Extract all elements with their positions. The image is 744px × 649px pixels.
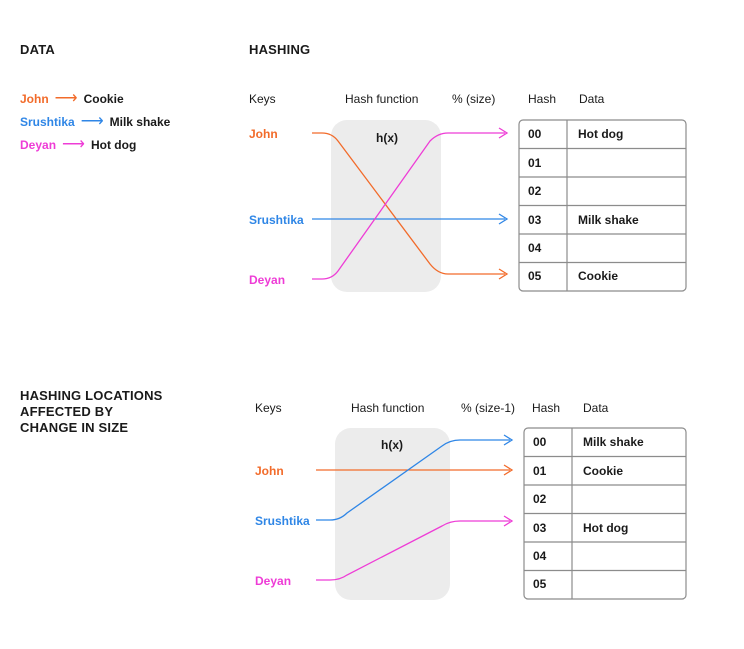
header-hash-resized: Hash — [532, 401, 561, 415]
header-data-resized: Data — [583, 401, 609, 415]
hashing-section-title: HASHING — [249, 42, 311, 57]
srushtika-connector-resized — [316, 439, 510, 521]
hash-function-label-resized: h(x) — [381, 438, 403, 452]
data-cell: Cookie — [583, 464, 624, 478]
header-hash: Hash — [528, 92, 557, 106]
john-connector — [312, 132, 505, 275]
srushtika-arrowhead — [498, 213, 509, 225]
key-srushtika: Srushtika — [249, 213, 304, 227]
data-pair-srushtika: Srushtika ⟶ Milk shake — [20, 113, 171, 130]
data-cell: Milk shake — [578, 213, 639, 227]
key-deyan: Deyan — [249, 273, 286, 287]
srushtika-arrowhead-resized — [503, 434, 514, 446]
header-modulo: % (size) — [452, 92, 496, 106]
john-arrowhead-resized — [503, 464, 514, 476]
hash-function-label: h(x) — [376, 131, 398, 145]
title-line: AFFECTED BY — [20, 404, 114, 419]
hash-cell: 04 — [528, 241, 542, 255]
data-cell: Hot dog — [578, 127, 624, 141]
header-hash-function-resized: Hash function — [351, 401, 425, 415]
deyan-connector-resized — [316, 520, 510, 581]
data-pair-deyan: Deyan ⟶ Hot dog — [20, 136, 137, 153]
key-srushtika-resized: Srushtika — [255, 514, 310, 528]
hash-cell: 00 — [533, 435, 547, 449]
data-pair-john: John ⟶ Cookie — [20, 90, 124, 107]
hash-cell: 03 — [528, 213, 542, 227]
hash-function-box-resized — [335, 428, 450, 600]
hash-cell: 02 — [528, 184, 542, 198]
deyan-connector — [312, 132, 505, 280]
hash-table-grid — [518, 119, 687, 292]
resized-section-title: HASHING LOCATIONS AFFECTED BY CHANGE IN … — [20, 388, 163, 436]
hash-cell: 04 — [533, 549, 547, 563]
data-key: Deyan — [20, 138, 57, 152]
hash-cell: 02 — [533, 492, 547, 506]
title-line: HASHING LOCATIONS — [20, 388, 163, 403]
key-john: John — [249, 127, 278, 141]
hash-cell: 00 — [528, 127, 542, 141]
data-key: John — [20, 92, 49, 106]
key-deyan-resized: Deyan — [255, 574, 292, 588]
data-value: Milk shake — [109, 115, 171, 129]
arrow-right-icon: ⟶ — [62, 136, 85, 153]
data-section-title: DATA — [20, 42, 55, 57]
hash-cell: 03 — [533, 521, 547, 535]
data-cell: Hot dog — [583, 521, 629, 535]
header-keys: Keys — [249, 92, 276, 106]
arrow-right-icon: ⟶ — [54, 90, 78, 107]
header-hash-function: Hash function — [345, 92, 419, 106]
data-value: Hot dog — [90, 138, 137, 152]
hash-cell: 01 — [528, 156, 542, 170]
data-key: Srushtika — [20, 115, 75, 129]
hash-cell: 05 — [528, 269, 542, 283]
key-john-resized: John — [255, 464, 284, 478]
deyan-arrowhead — [498, 127, 509, 139]
hash-cell: 05 — [533, 577, 547, 591]
header-modulo-resized: % (size-1) — [461, 401, 516, 415]
title-line: CHANGE IN SIZE — [20, 420, 129, 435]
data-cell: Cookie — [578, 269, 619, 283]
header-keys-resized: Keys — [255, 401, 282, 415]
data-cell: Milk shake — [583, 435, 644, 449]
hash-cell: 01 — [533, 464, 547, 478]
hash-table-grid-resized — [523, 427, 687, 600]
arrow-right-icon: ⟶ — [80, 113, 104, 130]
deyan-arrowhead-resized — [503, 515, 514, 527]
header-data: Data — [579, 92, 605, 106]
john-arrowhead — [498, 268, 509, 280]
data-value: Cookie — [83, 92, 124, 106]
